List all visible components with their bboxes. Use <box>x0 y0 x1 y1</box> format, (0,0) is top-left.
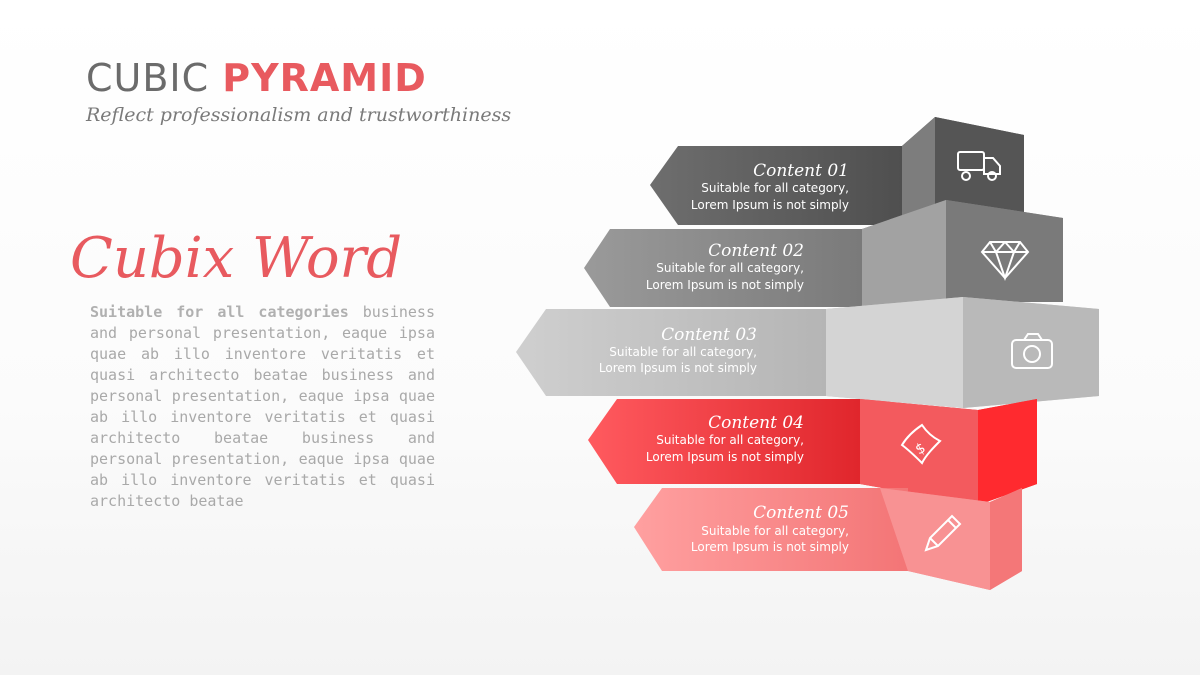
step-2-line-2: Lorem Ipsum is not simply <box>646 278 804 292</box>
step-5-line-1: Suitable for all category, <box>701 524 849 538</box>
page-title: CUBIC PYRAMID <box>86 56 427 100</box>
truck-icon <box>957 151 1001 181</box>
step-3-line-1: Suitable for all category, <box>609 345 757 359</box>
step-2-line-1: Suitable for all category, <box>656 261 804 275</box>
step-1-line-1: Suitable for all category, <box>701 181 849 195</box>
step-5 <box>634 488 1022 590</box>
step-3-title: Content 03 <box>661 325 757 345</box>
step-1-title: Content 01 <box>753 161 849 181</box>
step-2 <box>584 200 1063 307</box>
step-1-line-2: Lorem Ipsum is not simply <box>691 198 849 212</box>
step-4-label: Content 04 Suitable for all category, Lo… <box>646 413 804 464</box>
step-4-title: Content 04 <box>708 413 804 433</box>
section-heading: Cubix Word <box>70 226 403 291</box>
step-4-line-2: Lorem Ipsum is not simply <box>646 450 804 464</box>
step-3 <box>516 297 1099 408</box>
step-5-line-2: Lorem Ipsum is not simply <box>691 540 849 554</box>
step-4-line-1: Suitable for all category, <box>656 433 804 447</box>
title-part-1: CUBIC <box>86 56 210 100</box>
paragraph-lead: Suitable for all categories <box>90 303 349 321</box>
diamond-icon <box>980 241 1030 282</box>
pencil-icon <box>924 514 962 552</box>
title-part-2: PYRAMID <box>222 56 427 100</box>
step-3-label: Content 03 Suitable for all category, Lo… <box>599 325 757 375</box>
body-paragraph: Suitable for all categories business and… <box>90 302 435 512</box>
step-3-line-2: Lorem Ipsum is not simply <box>599 361 757 375</box>
step-4: $ <box>588 399 1037 505</box>
step-1-label: Content 01 Suitable for all category, Lo… <box>691 161 849 212</box>
camera-icon <box>1011 333 1053 369</box>
step-2-title: Content 02 <box>708 241 804 261</box>
step-2-label: Content 02 Suitable for all category, Lo… <box>646 241 804 292</box>
page-subtitle: Reflect professionalism and trustworthin… <box>86 104 512 126</box>
step-5-label: Content 05 Suitable for all category, Lo… <box>691 503 849 554</box>
step-1 <box>650 117 1024 225</box>
paragraph-body: business and personal presentation, eaqu… <box>90 303 435 510</box>
step-5-title: Content 05 <box>753 503 849 523</box>
